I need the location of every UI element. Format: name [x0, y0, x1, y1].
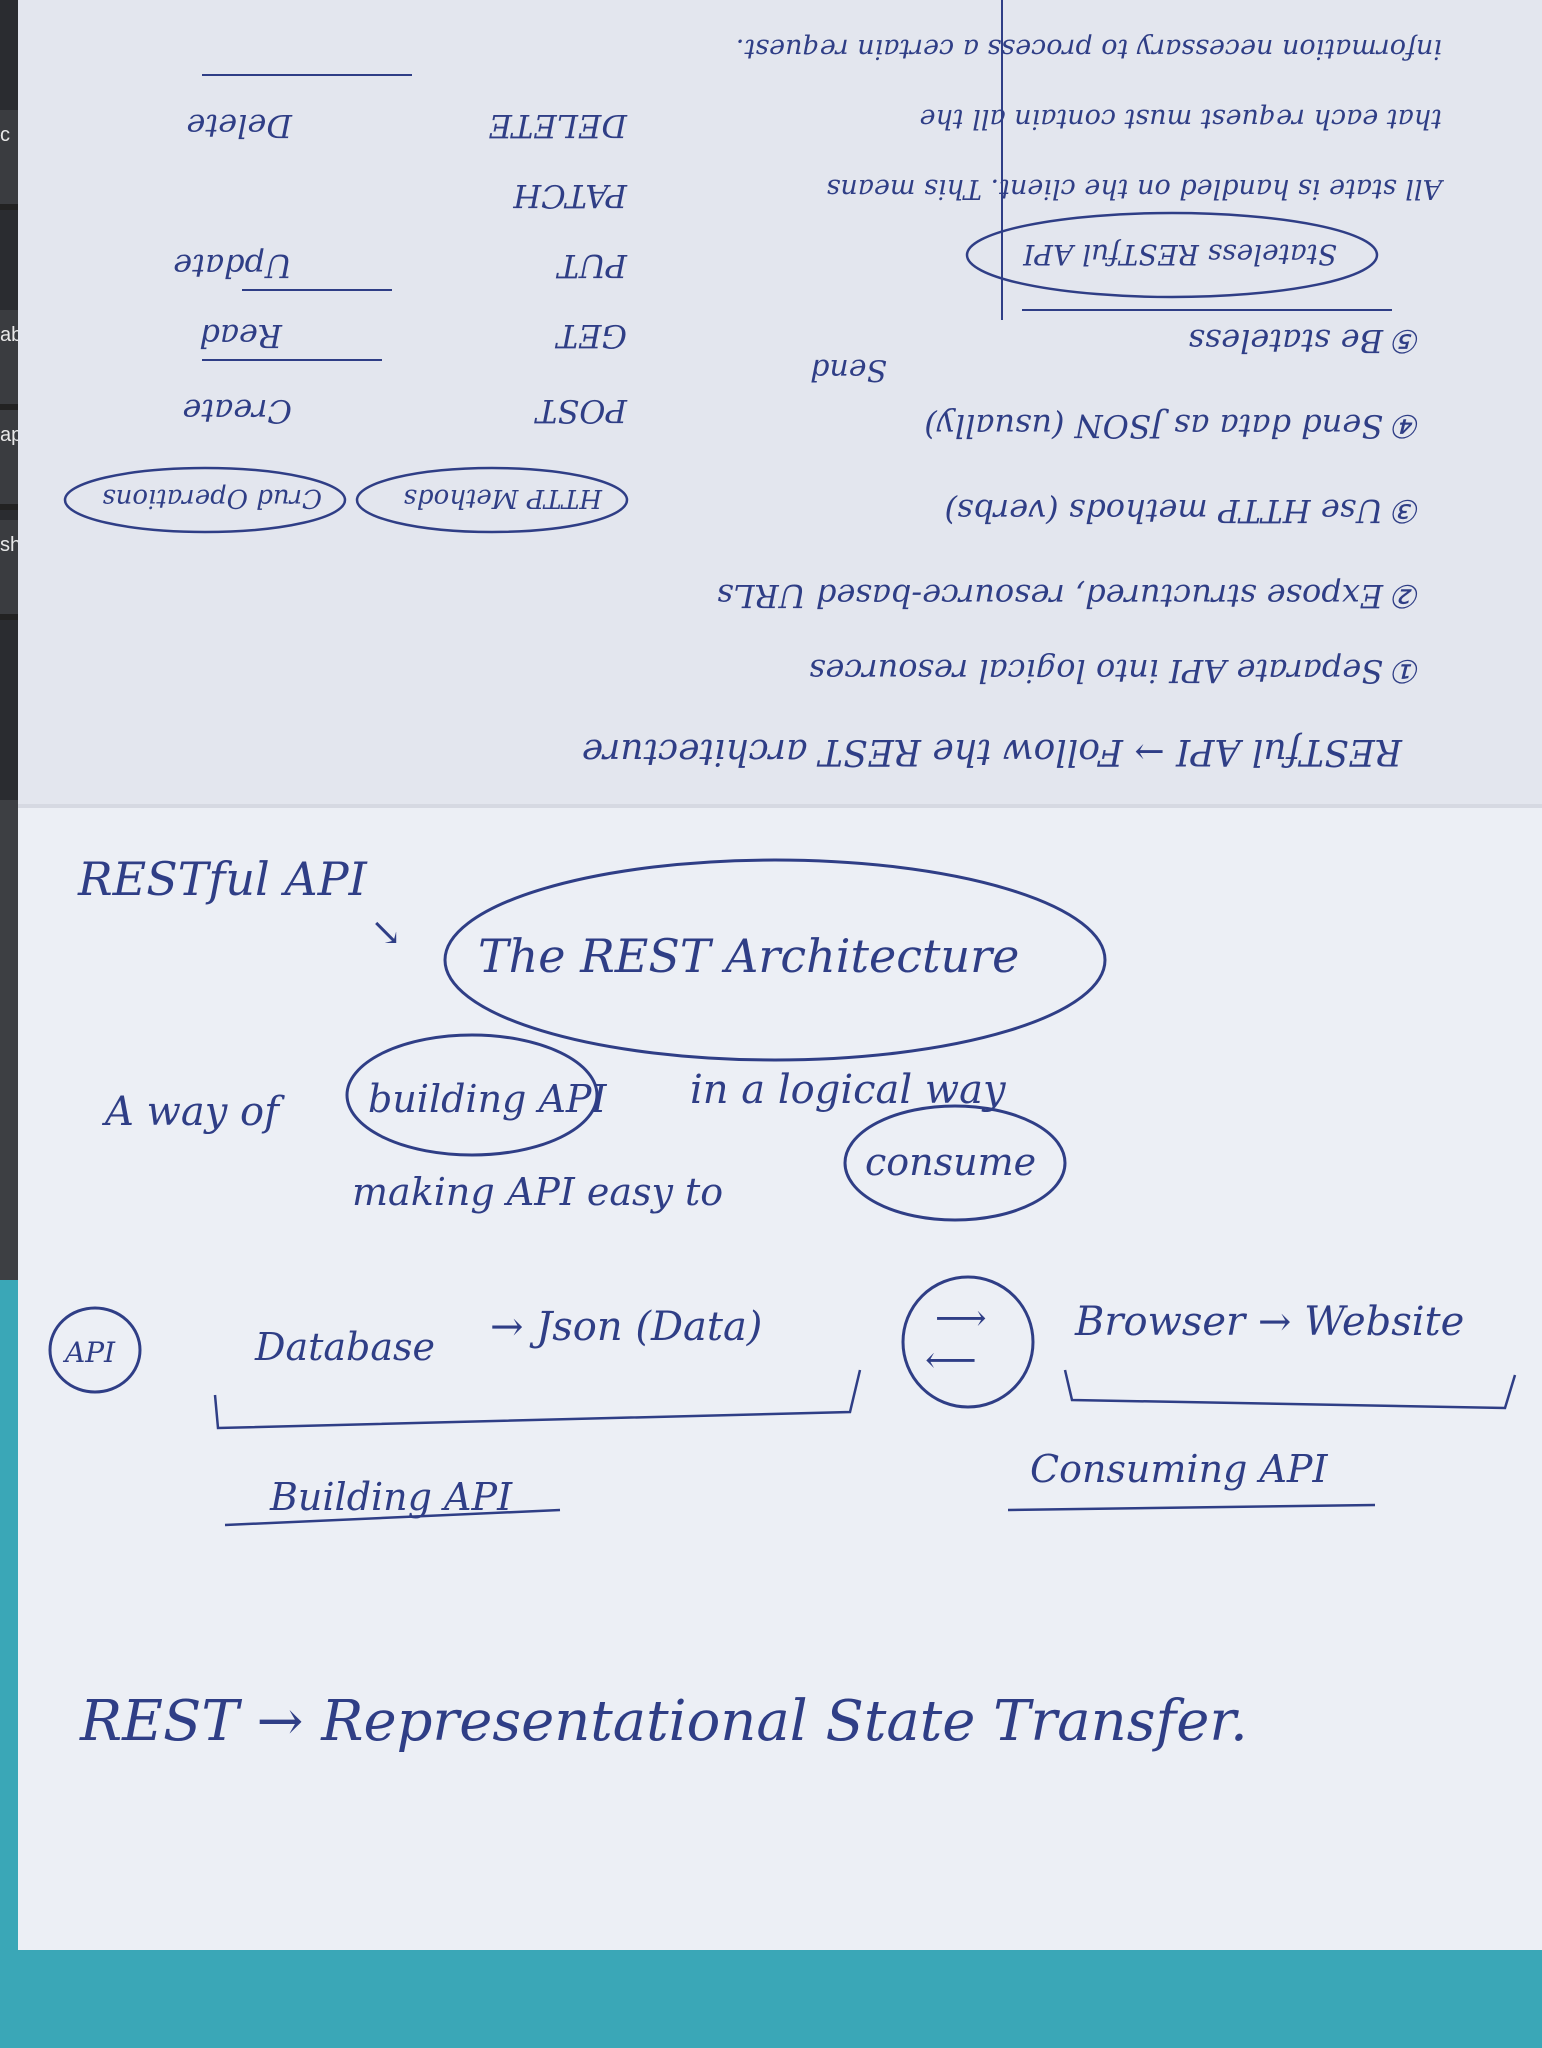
exchange-arrow-right: ⟶ — [935, 1298, 987, 1339]
upside-item-3: ③ Use HTTP methods (verbs) — [944, 492, 1422, 530]
crud-tag: Crud Operations — [102, 483, 322, 513]
verb-get: GET — [554, 317, 627, 355]
building-api-underline — [224, 1508, 561, 1527]
definition-a: A way of — [101, 1089, 285, 1135]
verb-post: POST — [533, 392, 628, 430]
api-badge: API — [62, 1336, 116, 1369]
paper-top-flap — [18, 0, 1542, 808]
browser-website-label: Browser → Website — [1074, 1299, 1464, 1345]
stateless-note-1: All state is handled on the client. This… — [827, 173, 1445, 204]
rest-definition: REST → Representational State Transfer. — [79, 1689, 1248, 1754]
http-methods-oval — [355, 466, 629, 534]
exchange-circle — [901, 1275, 1035, 1409]
upside-heading: RESTful API → Follow the REST architectu… — [582, 731, 1403, 772]
paper-fold-line — [18, 804, 1542, 808]
send-note: Send — [810, 352, 887, 387]
rest-architecture-label: The REST Architecture — [478, 929, 1019, 983]
stateless-note-3: information necessary to process a certa… — [736, 33, 1442, 64]
consuming-bracket — [1063, 1369, 1517, 1410]
restful-api-title: RESTful API — [77, 852, 368, 906]
verb-put: PUT — [555, 247, 628, 285]
upside-item-1: ① Separate API into logical resources — [809, 652, 1422, 690]
consume-oval — [843, 1104, 1067, 1222]
crud-oval — [63, 466, 347, 534]
http-methods-tag: HTTP Methods — [404, 483, 603, 513]
verb-patch: PATCH — [512, 177, 628, 215]
building-bracket — [213, 1369, 862, 1430]
verb-delete: DELETE — [489, 107, 628, 145]
definition-c: making API easy to — [352, 1170, 723, 1214]
stateless-oval — [965, 211, 1379, 299]
op-create: Create — [182, 392, 292, 430]
op-read: Read — [199, 317, 283, 355]
exchange-arrow-left: ⟵ — [925, 1340, 977, 1381]
upside-item-4: ④ Send data as JSON (usually) — [924, 407, 1422, 445]
rest-architecture-oval — [443, 858, 1107, 1062]
api-badge-circle — [48, 1306, 142, 1394]
building-api-label: Building API — [269, 1475, 513, 1519]
definition-building: building API — [368, 1077, 607, 1121]
stateless-note-2: that each request must contain all the — [919, 103, 1442, 134]
op-delete: Delete — [186, 107, 293, 145]
json-data-label: → Json (Data) — [490, 1304, 762, 1350]
definition-consume: consume — [865, 1140, 1036, 1184]
restful-arrow: ↘ — [370, 910, 402, 954]
upside-item-2: ② Expose structured, resource-based URLs — [717, 577, 1422, 615]
upside-item-5: ⑤ Be stateless — [1188, 322, 1422, 360]
consuming-api-underline — [1007, 1503, 1376, 1512]
building-api-oval — [345, 1033, 599, 1157]
op-update: Update — [173, 247, 292, 285]
stateless-tag: Stateless RESTful API — [1022, 238, 1337, 271]
consuming-api-label: Consuming API — [1030, 1447, 1328, 1491]
database-label: Database — [254, 1325, 435, 1369]
